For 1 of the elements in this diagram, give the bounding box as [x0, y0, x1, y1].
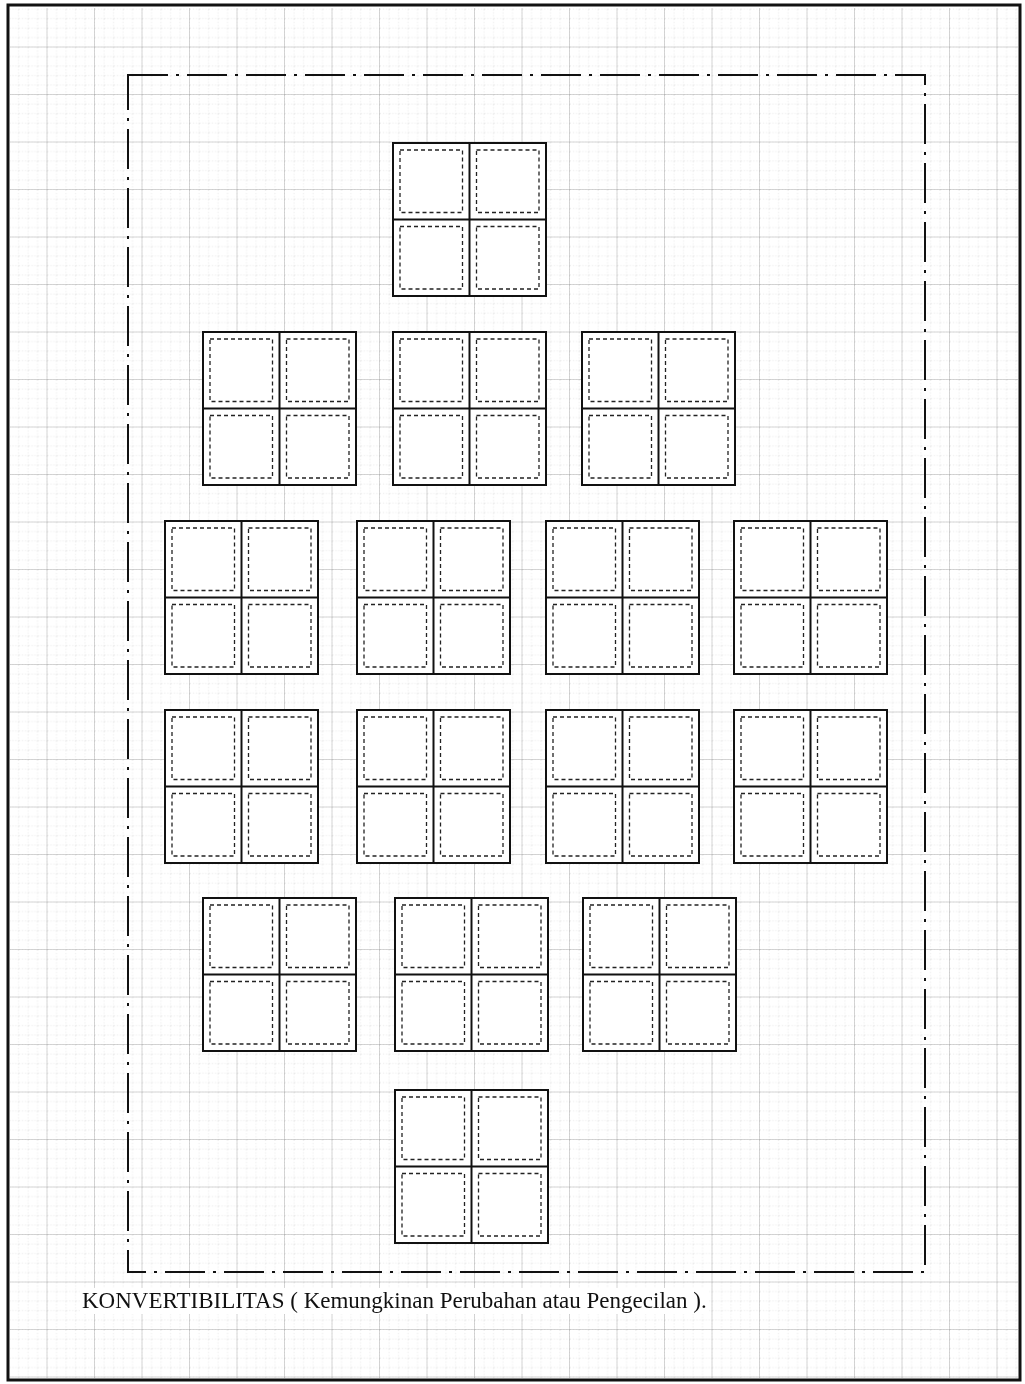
caption-text: KONVERTIBILITAS ( Kemungkinan Perubahan atau Pengecilan ). [80, 1288, 709, 1314]
